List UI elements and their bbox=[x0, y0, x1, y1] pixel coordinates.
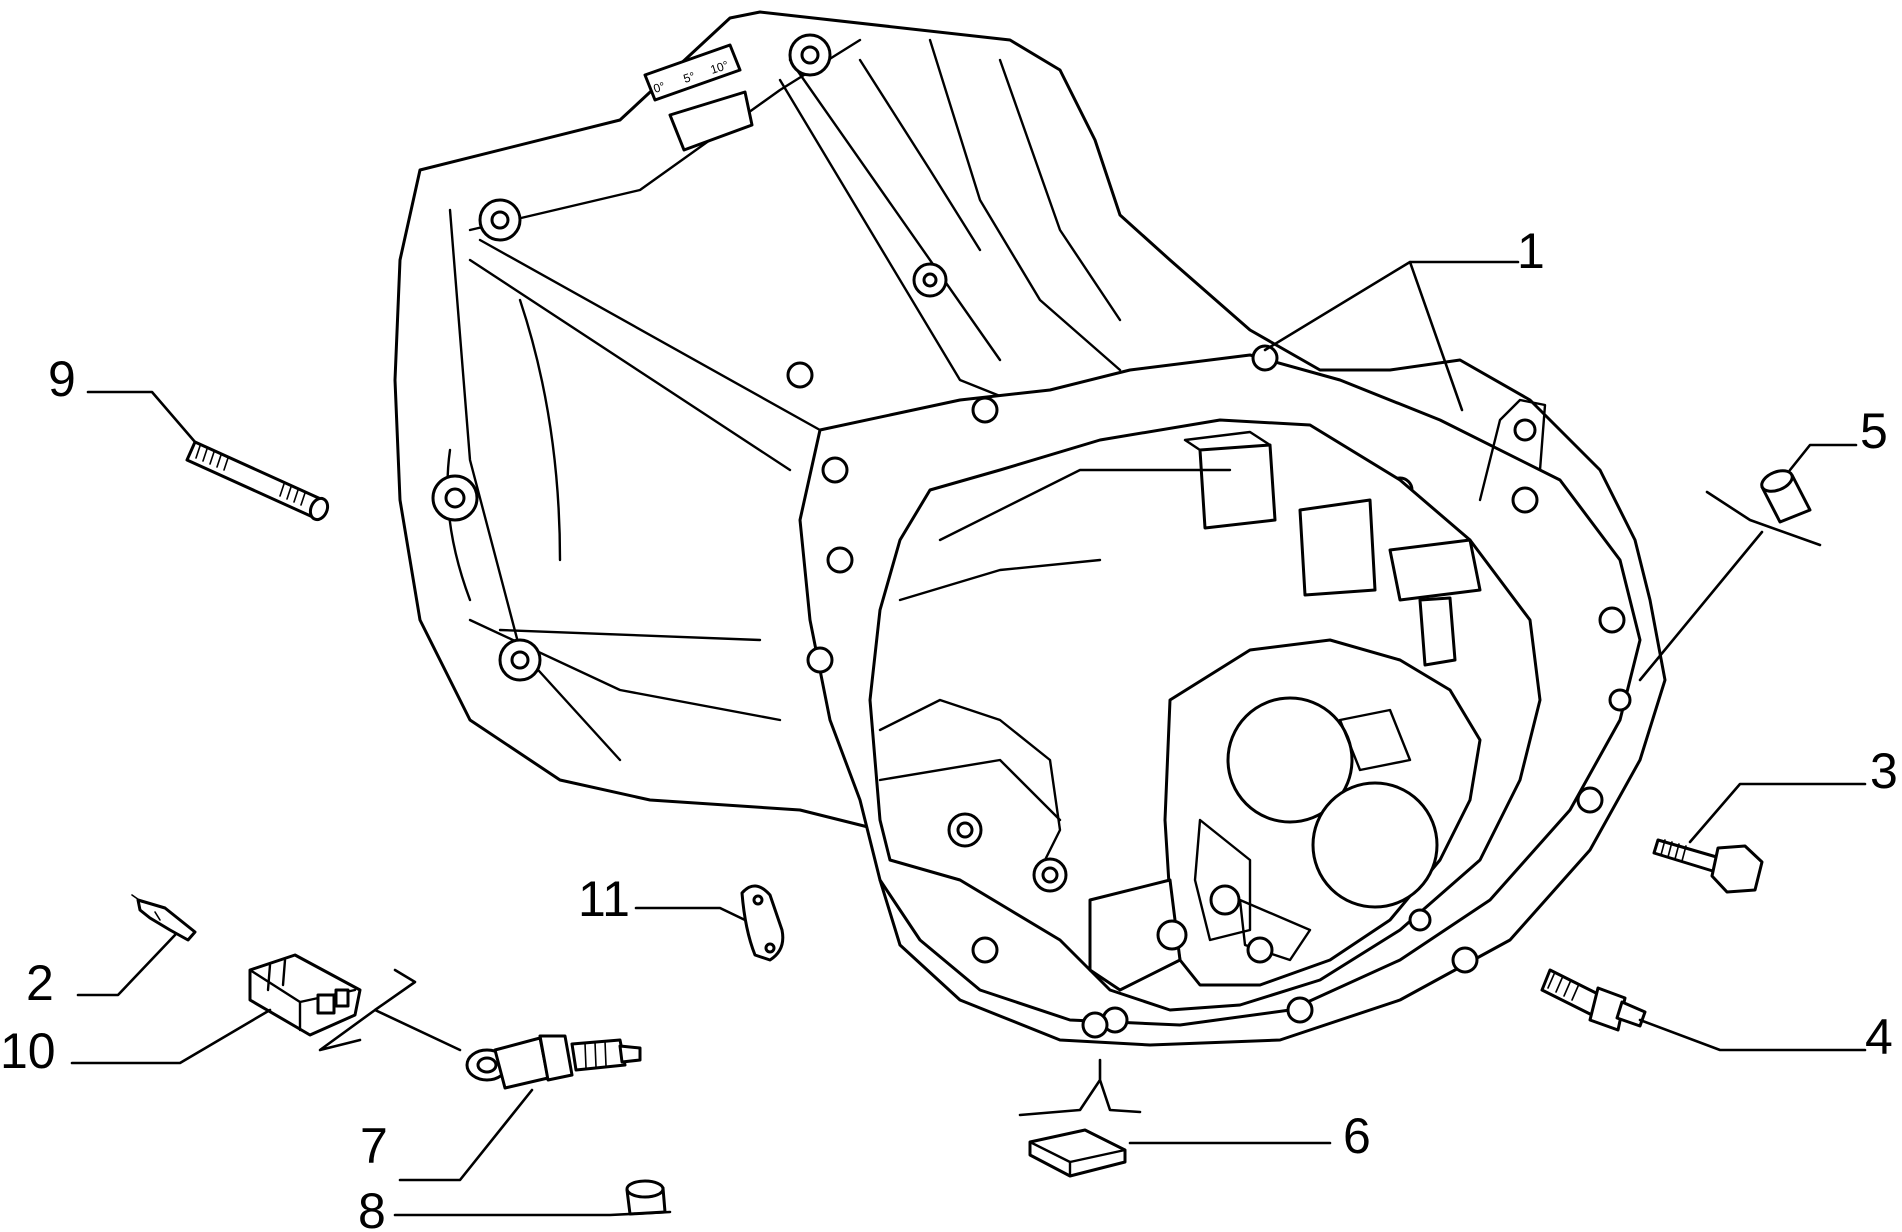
callout-5: 5 bbox=[1860, 403, 1888, 459]
bolt-part-3 bbox=[1652, 838, 1764, 894]
leader-9 bbox=[86, 390, 197, 444]
leader-4 bbox=[1638, 1018, 1867, 1052]
leader-11 bbox=[634, 906, 747, 922]
leader-6b bbox=[1018, 1058, 1142, 1117]
callout-9: 9 bbox=[48, 351, 76, 407]
dowel-bush-part-5 bbox=[1760, 469, 1812, 524]
stud-bolt-part-4 bbox=[1540, 968, 1647, 1032]
callout-2: 2 bbox=[26, 955, 54, 1011]
connector-part-10 bbox=[248, 953, 362, 1037]
callout-labels: 1 2 3 4 5 6 7 8 9 10 11 bbox=[0, 223, 1898, 1232]
callout-4: 4 bbox=[1865, 1009, 1893, 1065]
gasket-part-11 bbox=[740, 884, 785, 962]
leader-lines bbox=[70, 260, 1867, 1217]
timing-mark-5: 5° bbox=[682, 69, 697, 86]
leader-5b bbox=[1638, 490, 1822, 682]
stud-part-9 bbox=[185, 440, 330, 522]
callout-7: 7 bbox=[360, 1118, 388, 1174]
leader-8 bbox=[393, 1210, 672, 1217]
sensor-switch-part-7 bbox=[465, 1034, 642, 1090]
timing-mark-10: 10° bbox=[709, 58, 731, 77]
callout-6: 6 bbox=[1343, 1108, 1371, 1164]
callout-10: 10 bbox=[0, 1023, 56, 1079]
callout-1: 1 bbox=[1517, 223, 1545, 279]
terminal-clip-part-2 bbox=[131, 894, 197, 942]
leader-3 bbox=[1688, 782, 1867, 844]
leader-7b bbox=[318, 968, 462, 1052]
callout-3: 3 bbox=[1870, 743, 1898, 799]
pad-part-6 bbox=[1028, 1128, 1127, 1178]
leader-10 bbox=[70, 1008, 272, 1065]
callout-8: 8 bbox=[358, 1183, 386, 1232]
timing-mark-0: 0° bbox=[652, 79, 667, 96]
gearbox-case bbox=[798, 344, 1642, 1039]
leader-2 bbox=[76, 933, 177, 997]
leader-1 bbox=[1263, 260, 1520, 412]
callout-11: 11 bbox=[578, 871, 630, 927]
leader-7 bbox=[398, 1088, 534, 1182]
leader-5 bbox=[1788, 443, 1858, 472]
plug-part-8 bbox=[625, 1179, 667, 1216]
